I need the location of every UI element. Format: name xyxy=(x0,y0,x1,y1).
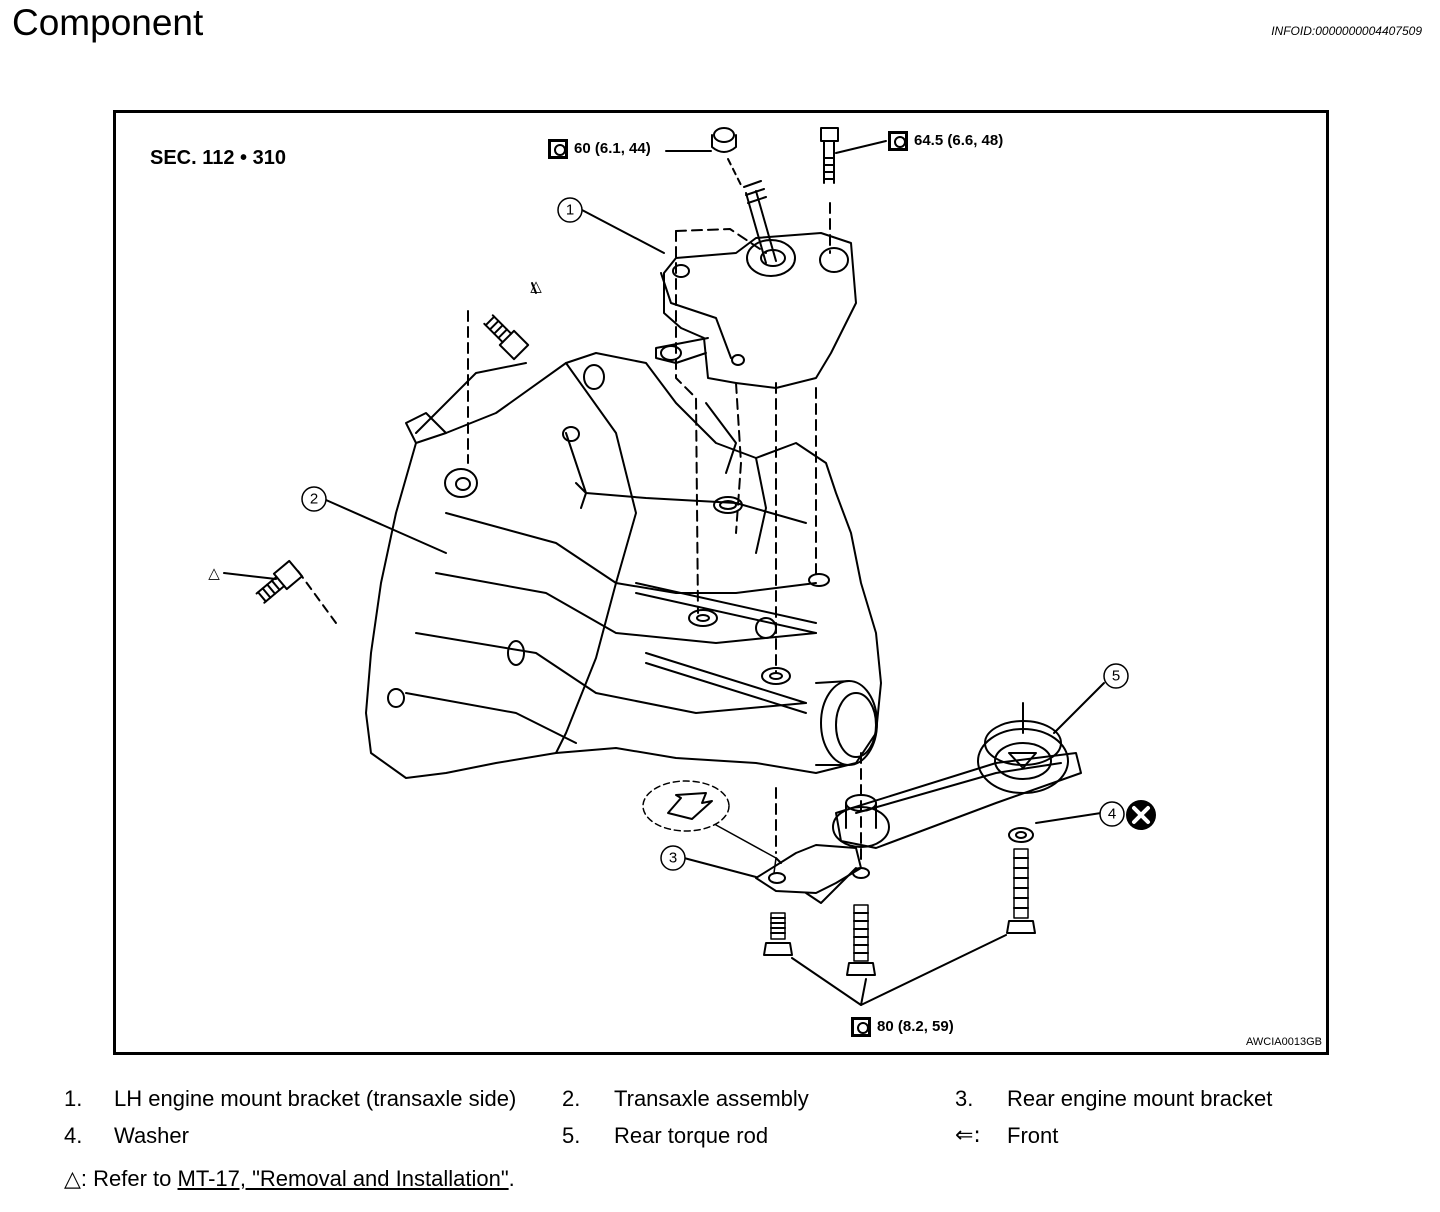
callout-2-circle xyxy=(301,486,327,512)
note-suffix: . xyxy=(508,1166,515,1191)
reference-link[interactable]: MT-17, "Removal and Installation" xyxy=(177,1166,509,1191)
lh-mount-bracket xyxy=(663,232,857,389)
torque-spec-bolt-top: 64.5 (6.6, 48) xyxy=(888,131,1003,151)
callout-1-circle xyxy=(557,197,583,223)
rear-torque-rod xyxy=(835,752,1082,849)
legend-text: Washer xyxy=(114,1123,189,1148)
note-prefix: : Refer to xyxy=(80,1166,178,1191)
callout-4: 4 xyxy=(1108,806,1116,823)
reference-note: △: Refer to MT-17, "Removal and Installa… xyxy=(64,1166,515,1192)
legend-num: 2. xyxy=(562,1086,581,1111)
callout-4-circle xyxy=(1099,801,1125,827)
torque-icon xyxy=(548,139,568,159)
callout-1: 1 xyxy=(566,202,574,219)
torque-spec-bolt-lower: 80 (8.2, 59) xyxy=(851,1017,954,1037)
legend-num: 4. xyxy=(64,1123,83,1148)
legend-text: Rear engine mount bracket xyxy=(1007,1086,1273,1111)
legend-text: LH engine mount bracket (transaxle side) xyxy=(114,1086,517,1111)
figure-id: AWCIA0013GB xyxy=(1245,1036,1322,1048)
legend-text: Front xyxy=(1007,1123,1059,1148)
transaxle-housing xyxy=(365,352,882,779)
callout-2: 2 xyxy=(310,491,318,508)
callout-5-circle xyxy=(1103,663,1129,689)
legend-num: 1. xyxy=(64,1086,83,1111)
torque-spec-nut: 60 (6.1, 44) xyxy=(548,139,651,159)
callout-3-circle xyxy=(660,845,686,871)
triangle-mark-left: △ xyxy=(208,564,220,582)
triangle-mark-top: △ xyxy=(530,277,542,295)
front-arrow-icon: ⇐: xyxy=(955,1123,981,1148)
component-figure: 1 2 3 4 5 △ △ SEC. 112 • 310 60 (6.1, 44… xyxy=(113,110,1329,1055)
callout-5: 5 xyxy=(1112,668,1120,685)
info-id: INFOID:0000000004407509 xyxy=(1271,24,1422,38)
legend-text: Transaxle assembly xyxy=(614,1086,809,1111)
exploded-diagram: 1 2 3 4 5 △ △ xyxy=(208,127,1156,1006)
torque-icon xyxy=(888,131,908,151)
rear-mount-bracket xyxy=(755,844,862,894)
legend-num: 3. xyxy=(955,1086,974,1111)
section-label: SEC. 112 • 310 xyxy=(150,147,286,169)
triangle-icon: △ xyxy=(64,1167,81,1192)
page-title: Component xyxy=(12,2,204,43)
torque-icon xyxy=(851,1017,871,1037)
legend-text: Rear torque rod xyxy=(614,1123,769,1148)
legend-num: 5. xyxy=(562,1123,581,1148)
callout-3: 3 xyxy=(669,850,677,867)
